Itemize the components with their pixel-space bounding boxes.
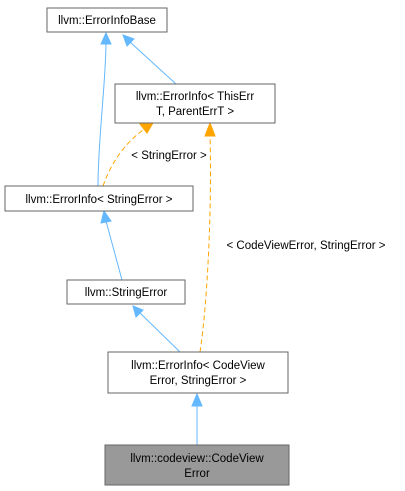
node-errorinfo-template-label-line1: llvm::ErrorInfo< ThisErr: [136, 91, 254, 103]
node-errorinfo-codeview-label-line1: llvm::ErrorInfo< CodeView: [131, 360, 265, 372]
node-errorinfo-stringerror[interactable]: llvm::ErrorInfo< StringError >: [4, 185, 194, 212]
edge-label-string-error: < StringError >: [131, 150, 207, 162]
node-stringerror[interactable]: llvm::StringError: [66, 279, 186, 305]
arrowhead-inherit-icon: [122, 34, 135, 47]
node-errorinfobase[interactable]: llvm::ErrorInfoBase: [46, 7, 168, 33]
node-codeview-error-label-line2: Error: [184, 468, 210, 480]
node-errorinfo-codeview-label-line2: Error, StringError >: [150, 375, 247, 387]
arrowhead-inherit-icon: [100, 209, 112, 224]
arrowhead-inherit-icon: [132, 305, 144, 318]
arrowhead-template-icon: [204, 121, 216, 137]
edge-errorinfo-codeview-to-stringerror: [139, 312, 181, 353]
edge-errorinfo-template-to-errorinfobase: [129, 41, 177, 85]
node-errorinfobase-label: llvm::ErrorInfoBase: [58, 15, 156, 27]
edge-label-codeview: < CodeViewError, StringError >: [227, 240, 386, 252]
node-errorinfo-template[interactable]: llvm::ErrorInfo< ThisErr T, ParentErrT >: [114, 83, 276, 124]
arrowhead-inherit-icon: [191, 392, 203, 407]
node-errorinfo-stringerror-label: llvm::ErrorInfo< StringError >: [26, 194, 173, 206]
node-errorinfo-template-label-line2: T, ParentErrT >: [156, 106, 234, 118]
node-errorinfo-codeview[interactable]: llvm::ErrorInfo< CodeView Error, StringE…: [107, 351, 289, 394]
edge-stringerror-to-errorinfo-stringerror: [105, 220, 123, 281]
edge-template-stringerror: [102, 127, 147, 187]
node-codeview-error-label-line1: llvm::codeview::CodeView: [130, 453, 264, 465]
node-codeview-error[interactable]: llvm::codeview::CodeView Error: [104, 444, 290, 486]
edge-errorinfo-stringerror-to-errorinfobase: [97, 41, 107, 187]
node-stringerror-label: llvm::StringError: [85, 287, 168, 299]
arrowhead-template-icon: [139, 122, 154, 134]
arrowhead-inherit-icon: [100, 31, 112, 45]
edge-template-codeview: [199, 135, 211, 353]
